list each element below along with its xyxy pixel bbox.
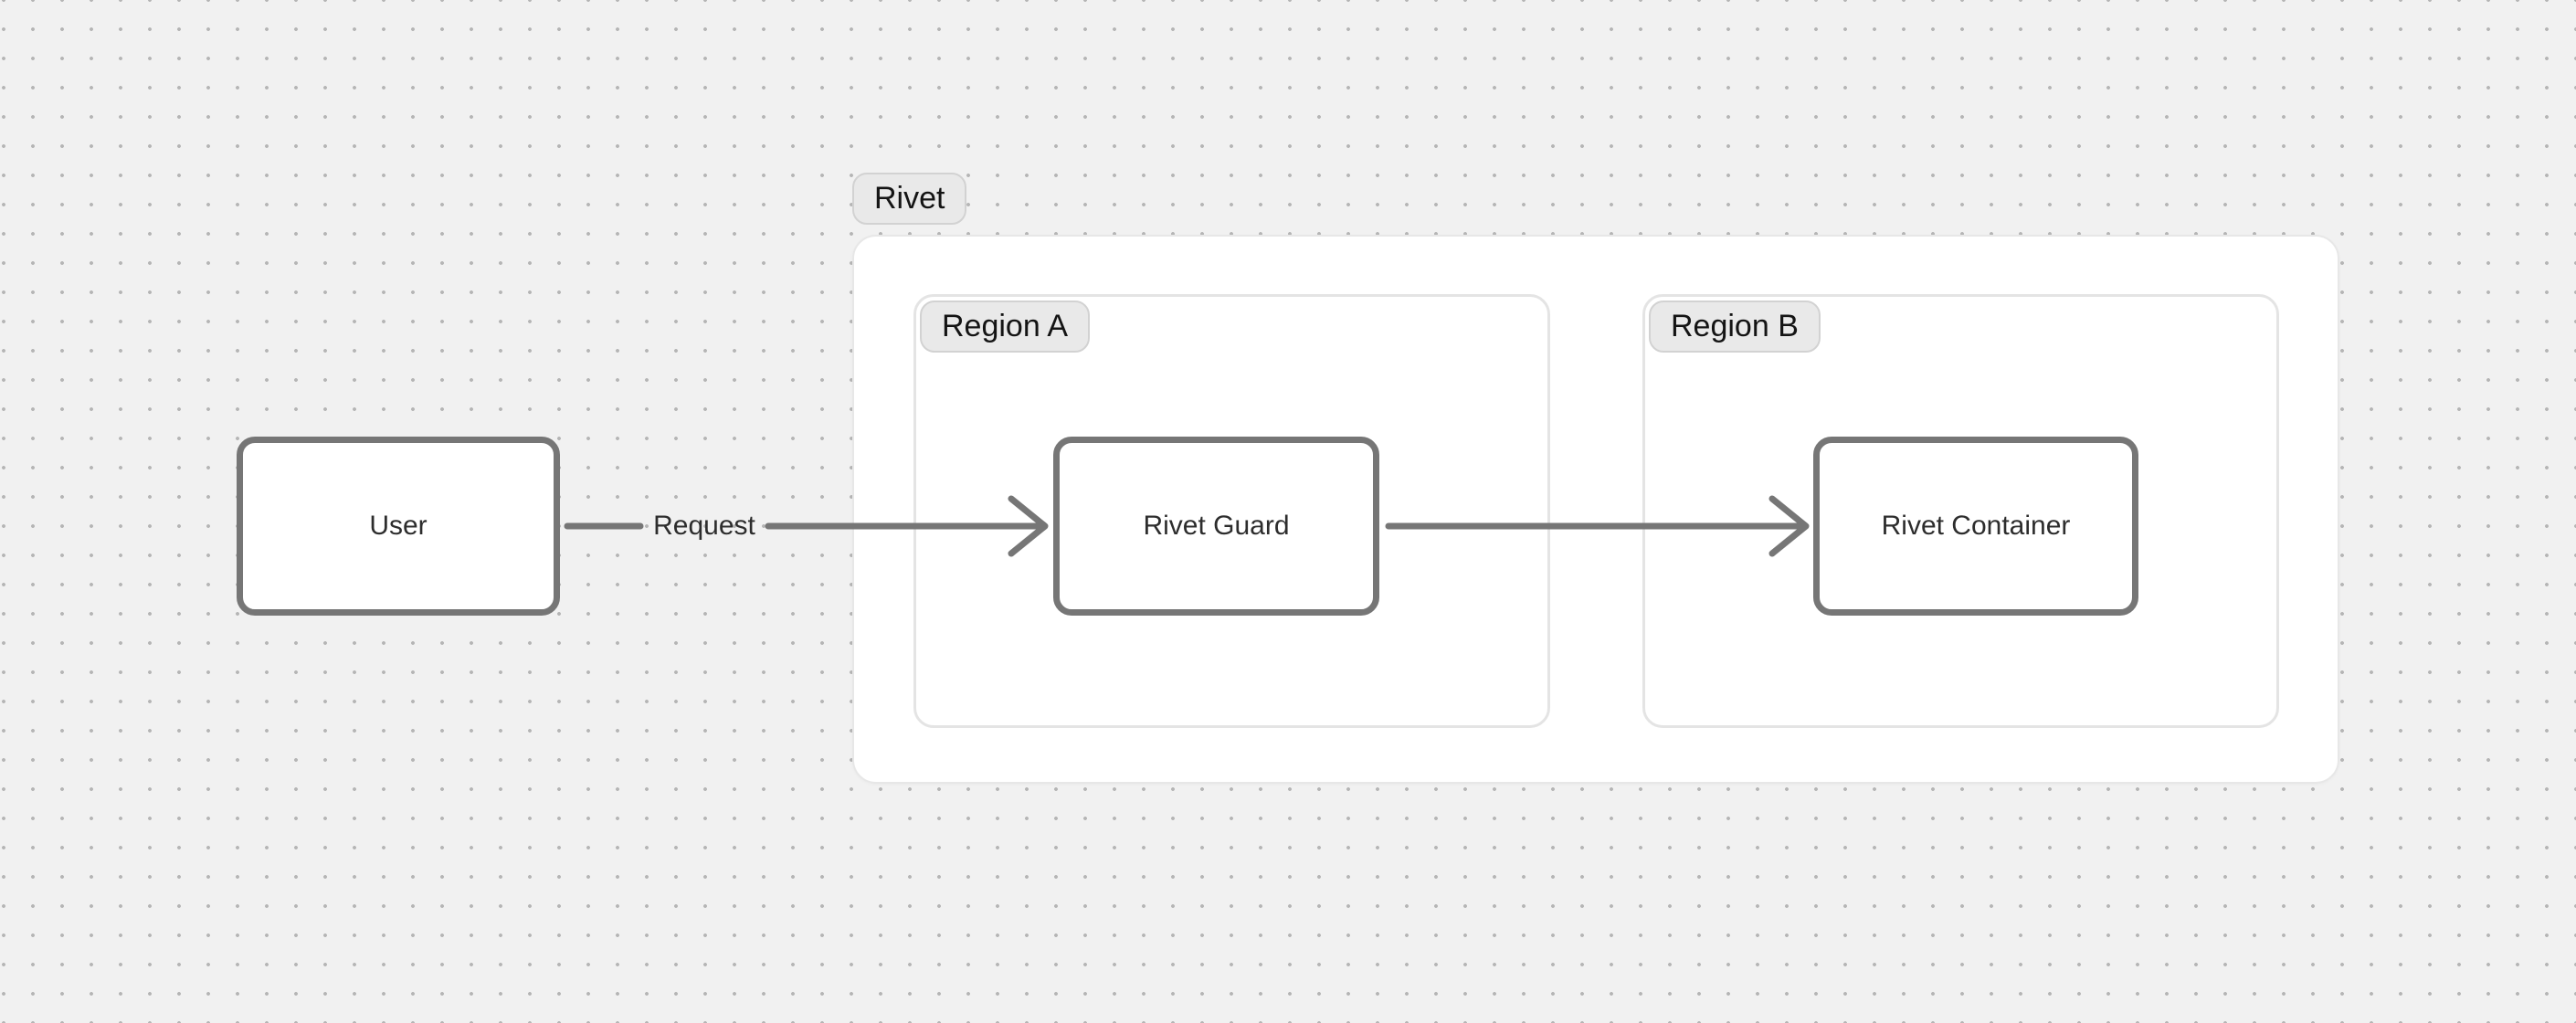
node-rivet-guard-label: Rivet Guard [1143, 511, 1290, 541]
region-a-badge-label: Region A [942, 309, 1068, 343]
region-b-badge-label: Region B [1671, 309, 1799, 343]
region-b-frame [1642, 294, 2279, 728]
node-rivet-container-label: Rivet Container [1881, 511, 2071, 541]
region-a-frame [913, 294, 1550, 728]
node-rivet-container: Rivet Container [1813, 437, 2138, 616]
node-rivet-guard: Rivet Guard [1053, 437, 1379, 616]
node-user-label: User [369, 511, 428, 541]
group-badge-rivet-label: Rivet [874, 181, 945, 216]
region-b-badge: Region B [1649, 301, 1821, 353]
group-badge-rivet: Rivet [852, 173, 967, 225]
edge-label-request: Request [653, 511, 755, 541]
region-a-badge: Region A [920, 301, 1090, 353]
node-user: User [237, 437, 560, 616]
